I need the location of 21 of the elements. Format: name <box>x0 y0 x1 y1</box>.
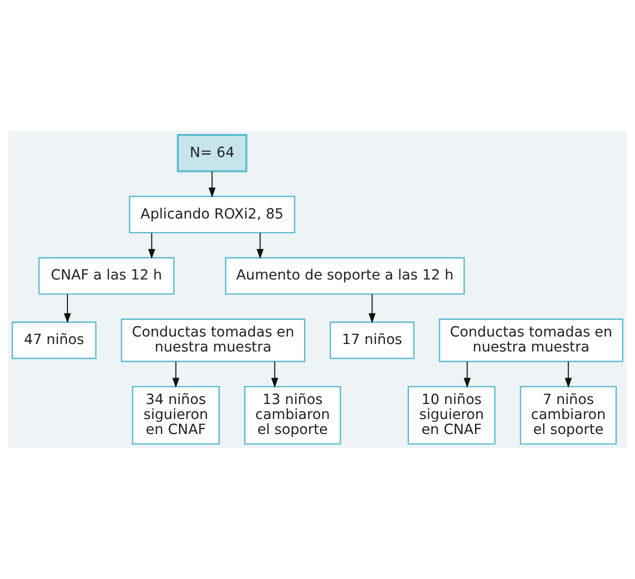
node-box: Aplicando ROXi2, 85 <box>128 196 296 234</box>
arrow <box>208 172 216 198</box>
node-box: Conductas tomadas en nuestra muestra <box>438 318 624 362</box>
node-box: CNAF a las 12 h <box>38 257 174 295</box>
arrow <box>271 362 278 388</box>
node-box: 10 niños siguieron en CNAF <box>408 386 496 445</box>
node-box: 13 niños cambiaron el soporte <box>244 386 342 445</box>
node-box: Conductas tomadas en nuestra muestra <box>120 318 306 362</box>
arrow <box>172 362 180 388</box>
arrow <box>368 294 376 324</box>
node-box: 34 niños siguieron en CNAF <box>132 386 220 445</box>
node-box: 47 niños <box>12 322 96 360</box>
node-box: Aumento de soporte a las 12 h <box>225 257 465 295</box>
arrow <box>564 362 572 388</box>
node-box: 17 niños <box>330 322 415 360</box>
arrow <box>64 294 71 324</box>
node-box: N= 64 <box>176 134 248 172</box>
arrow <box>256 232 264 260</box>
arrow <box>464 362 471 388</box>
node-box: 7 niños cambiaron el soporte <box>520 386 617 445</box>
arrow <box>148 232 156 260</box>
